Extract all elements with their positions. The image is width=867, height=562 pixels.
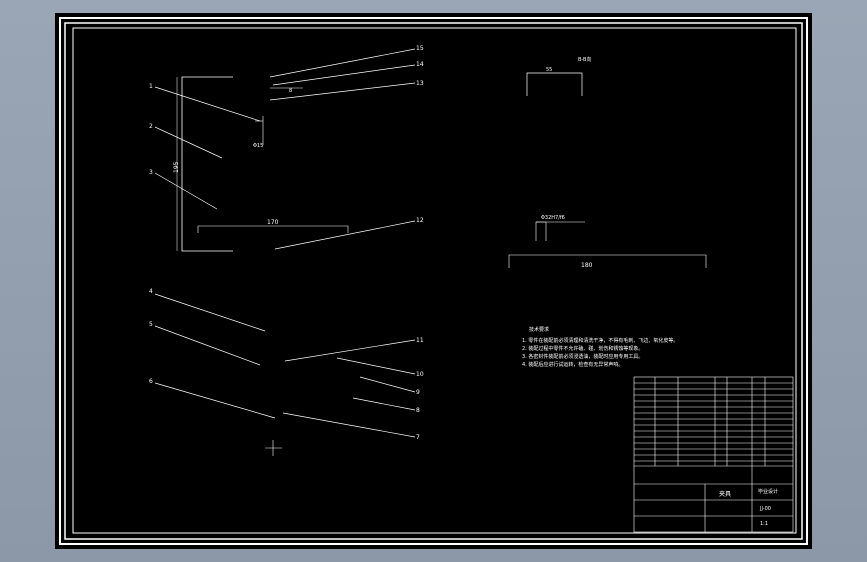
leader-lines xyxy=(154,48,416,438)
balloon-8: 8 xyxy=(416,407,420,414)
drawing-sheet: 1 2 3 4 5 6 7 8 9 10 11 12 13 14 15 8 Φ1… xyxy=(55,13,812,549)
balloon-6: 6 xyxy=(149,378,153,385)
notes-line-4: 4. 装配后应进行试运转，检查有无异常声响。 xyxy=(522,361,623,368)
side-view-label: B-B向 xyxy=(578,56,592,63)
dim-length-bottom: 170 xyxy=(267,219,279,226)
balloon-3: 3 xyxy=(149,169,153,176)
dim-fit: Φ32H7/f6 xyxy=(541,215,565,221)
title-school: 毕业设计 xyxy=(758,488,778,495)
title-part-name: 夹具 xyxy=(719,490,731,498)
title-block-texts: 夹具 JJ-00 毕业设计 1:1 xyxy=(719,488,778,527)
balloon-5: 5 xyxy=(149,321,153,328)
notes-title: 技术要求 xyxy=(529,326,549,333)
balloon-numbers: 1 2 3 4 5 6 7 8 9 10 11 12 13 14 15 xyxy=(149,45,424,441)
balloon-14: 14 xyxy=(416,61,424,68)
sheet-border xyxy=(59,17,808,545)
title-block xyxy=(633,376,794,533)
cad-drawing: 1 2 3 4 5 6 7 8 9 10 11 12 13 14 15 8 Φ1… xyxy=(59,17,808,545)
balloon-13: 13 xyxy=(416,80,424,87)
balloon-9: 9 xyxy=(416,389,420,396)
balloon-15: 15 xyxy=(416,45,424,52)
dim-side-width: 180 xyxy=(581,262,593,269)
balloon-1: 1 xyxy=(149,83,153,90)
balloon-10: 10 xyxy=(416,371,424,378)
dim-width-top: 8 xyxy=(289,88,292,94)
technical-notes: 技术要求 1. 零件在装配前必须清理和清洗干净，不得有毛刺、飞边、氧化皮等。 2… xyxy=(522,326,678,368)
dimension-texts: 8 Φ15 195 170 55 B-B向 Φ32H7/f6 180 xyxy=(173,56,593,269)
balloon-12: 12 xyxy=(416,217,424,224)
balloon-11: 11 xyxy=(416,337,424,344)
balloon-4: 4 xyxy=(149,288,153,295)
notes-line-1: 1. 零件在装配前必须清理和清洗干净，不得有毛刺、飞边、氧化皮等。 xyxy=(522,337,678,344)
dim-height: 195 xyxy=(173,161,180,173)
side-view xyxy=(508,72,707,268)
balloon-2: 2 xyxy=(149,123,153,130)
main-view xyxy=(176,76,349,252)
dim-side-top: 55 xyxy=(546,67,552,73)
center-mark xyxy=(265,440,282,456)
balloon-7: 7 xyxy=(416,434,420,441)
title-scale: 1:1 xyxy=(760,521,768,527)
title-drawing-number: JJ-00 xyxy=(759,506,771,512)
dim-dia-small: Φ15 xyxy=(253,143,263,149)
notes-line-3: 3. 各密封件装配前必须浸透油，装配时应用专用工具。 xyxy=(522,353,643,360)
notes-line-2: 2. 装配过程中零件不允许磕、碰、划伤和锈蚀等现象。 xyxy=(522,345,643,352)
